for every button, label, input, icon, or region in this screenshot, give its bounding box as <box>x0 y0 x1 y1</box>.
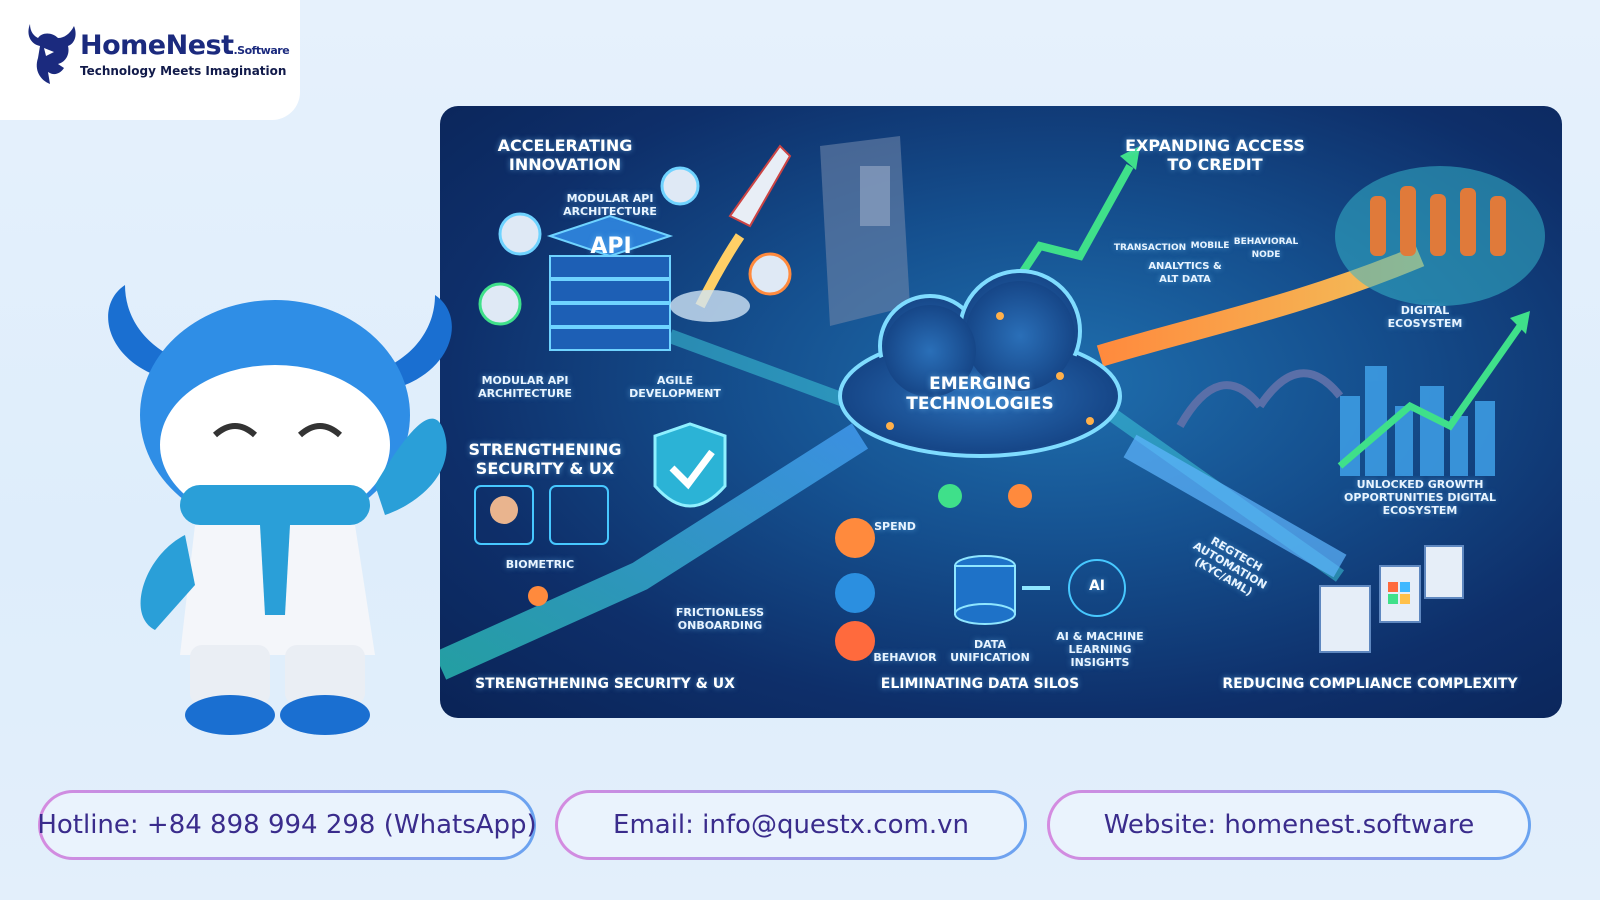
regtech-pipe <box>1123 434 1347 578</box>
data-unification-label: DATA UNIFICATION <box>950 638 1030 664</box>
unlocked-growth-label: UNLOCKED GROWTH OPPORTUNITIES DIGITAL EC… <box>1344 478 1496 517</box>
footer-data-silos: ELIMINATING DATA SILOS <box>880 676 1080 692</box>
frictionless-onboarding-label: FRICTIONLESS ONBOARDING <box>675 606 765 632</box>
hotline-contact[interactable]: Hotline: +84 898 994 298 (WhatsApp) <box>37 790 537 860</box>
city-skyline <box>1340 366 1495 476</box>
footer-security: STRENGTHENING SECURITY & UX <box>475 676 735 692</box>
transaction-label: TRANSACTION <box>1113 243 1187 253</box>
behavior-label: BEHAVIOR <box>873 651 937 664</box>
strengthening-security-title: STRENGTHENING SECURITY & UX <box>468 440 622 478</box>
api-server-stack <box>546 214 674 351</box>
agile-development-label: AGILE DEVELOPMENT <box>629 374 721 400</box>
website-contact[interactable]: Website: homenest.software <box>1047 790 1531 860</box>
infographic-panel: ACCELERATING INNOVATION MODULAR API ARCH… <box>440 106 1562 718</box>
bull-mascot-icon <box>108 285 452 735</box>
footer-compliance: REDUCING COMPLIANCE COMPLEXITY <box>1222 676 1518 692</box>
accelerating-innovation-title: ACCELERATING INNOVATION <box>497 136 633 174</box>
bull-logo-icon <box>28 24 76 84</box>
spend-label: SPEND <box>874 520 916 533</box>
logo-header: HomeNest.Software Technology Meets Imagi… <box>0 0 300 120</box>
mobile-label: MOBILE <box>1190 241 1230 251</box>
ai-label: AI <box>1088 578 1106 594</box>
modular-api-label-bottom: MODULAR API ARCHITECTURE <box>478 374 572 400</box>
database-icon <box>954 555 1016 625</box>
emerging-tech-cloud <box>838 269 1122 458</box>
rocket-icon <box>670 144 792 322</box>
brand-name: HomeNest.Software <box>80 30 290 61</box>
expanding-access-title: EXPANDING ACCESS TO CREDIT <box>1125 136 1305 174</box>
email-contact[interactable]: Email: info@questx.com.vn <box>555 790 1027 860</box>
analytics-label: ANALYTICS & ALT DATA <box>1148 261 1222 285</box>
security-shield-icon <box>653 422 727 508</box>
ai-ml-insights-label: AI & MACHINE LEARNING INSIGHTS <box>1056 630 1144 669</box>
biometric-label: BIOMETRIC <box>505 558 575 571</box>
api-label: API <box>590 234 632 259</box>
infographic-art <box>440 136 1545 680</box>
security-road <box>440 423 869 680</box>
behavioral-node-label: BEHAVIORAL NODE <box>1233 237 1299 260</box>
brand-tagline: Technology Meets Imagination <box>80 64 287 78</box>
digital-ecosystem-label: DIGITAL ECOSYSTEM <box>1387 304 1463 330</box>
modular-api-label-top: MODULAR API ARCHITECTURE <box>563 192 657 218</box>
emerging-technologies-title: EMERGING TECHNOLOGIES <box>906 374 1054 414</box>
